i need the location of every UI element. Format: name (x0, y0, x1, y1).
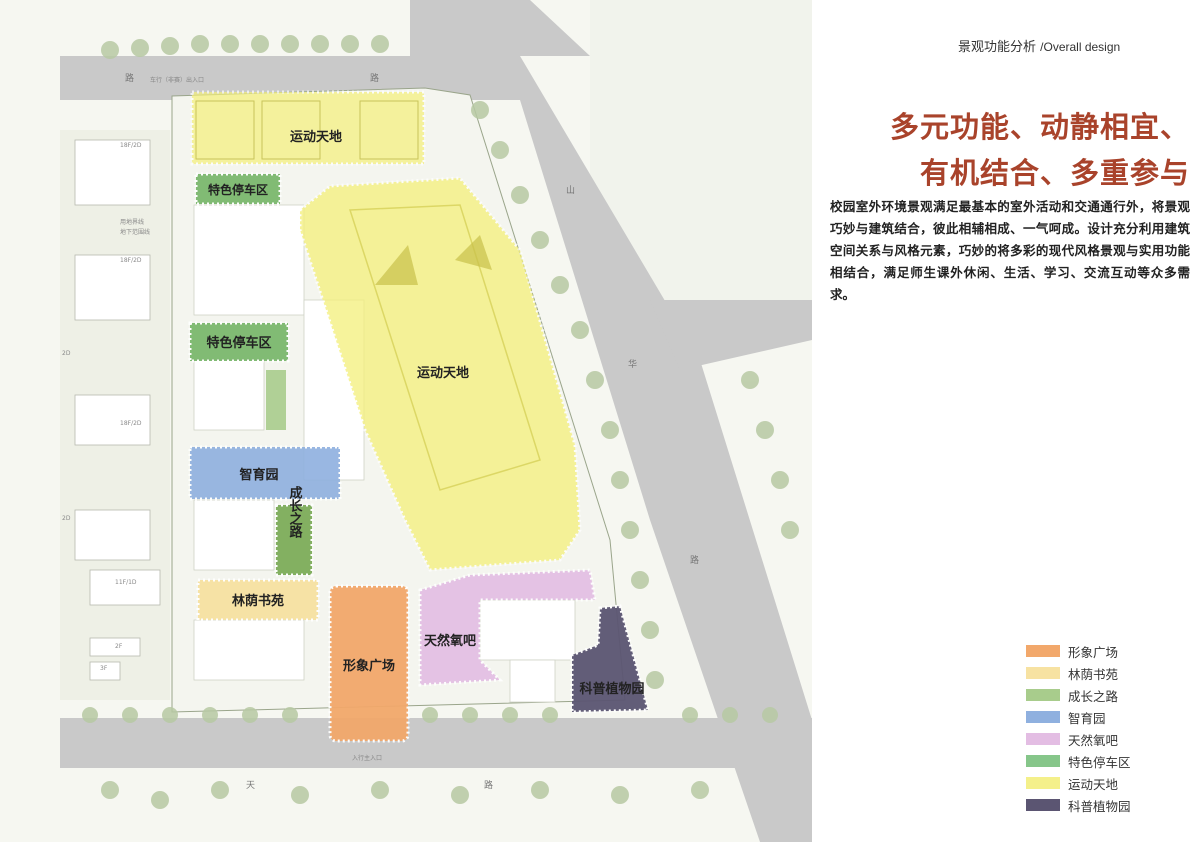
road-label-east-top: 山 (566, 185, 575, 196)
legend-swatch (1026, 667, 1060, 679)
legend: 形象广场 林荫书苑 成长之路 智育园 天然氧吧 特色停车区 运动天地 科普植物园 (1026, 640, 1131, 816)
legend-item: 天然氧吧 (1026, 728, 1131, 750)
label-sports-north: 运动天地 (290, 129, 342, 145)
road-north-east (60, 56, 812, 842)
legend-swatch (1026, 733, 1060, 745)
headline-line-1: 多元功能、动静相宜、 (889, 110, 1190, 144)
zone-wisdom-garden (188, 445, 342, 501)
header-title-cn: 景观功能分析 (958, 40, 1037, 55)
zone-oxygen-bar (418, 568, 597, 687)
road-label-south-2: 路 (484, 779, 493, 791)
legend-swatch (1026, 711, 1060, 723)
running-track (348, 204, 541, 491)
zone-botanical-garden (570, 604, 650, 714)
note-label-1: 用地界线 (120, 218, 144, 226)
label-parking-1: 特色停车区 (208, 182, 268, 197)
legend-label: 林荫书苑 (1068, 666, 1119, 682)
label-sports-field: 运动天地 (417, 365, 469, 381)
zone-parking-1 (194, 172, 282, 206)
label-forest-study: 林荫书苑 (232, 593, 284, 609)
sports-court-3 (359, 100, 419, 160)
site-plan-map: 运动天地 特色停车区 特色停车区 运动天地 智育园 成长之路 林荫书苑 形象广场… (0, 0, 812, 842)
zone-image-plaza (328, 584, 410, 743)
label-botanical-garden: 科普植物园 (579, 681, 644, 697)
zone-forest-study (196, 578, 320, 622)
legend-label: 天然氧吧 (1068, 732, 1119, 748)
label-oxygen-bar: 天然氧吧 (424, 633, 476, 649)
label-parking-2: 特色停车区 (206, 335, 271, 351)
legend-item: 智育园 (1026, 706, 1131, 728)
label-growth-path: 成长之路 (287, 485, 303, 538)
road-label-north-1: 路 (125, 72, 134, 84)
gate-bottom-label: 入行主入口 (352, 754, 382, 762)
legend-label: 运动天地 (1068, 776, 1119, 792)
legend-swatch (1026, 645, 1060, 657)
legend-label: 形象广场 (1068, 644, 1119, 660)
label-wisdom-garden: 智育园 (239, 467, 278, 483)
field-marking-1 (375, 245, 418, 285)
building-label-18f-1: 18F/2D (120, 142, 142, 149)
sports-court-2 (261, 100, 321, 160)
zone-green-strip (266, 370, 286, 430)
tree-belts (82, 35, 799, 809)
legend-label: 科普植物园 (1068, 798, 1131, 814)
gate-top-label: 车行（非赛）出入口 (150, 76, 204, 84)
legend-item: 成长之路 (1026, 684, 1131, 706)
zone-sports-field (298, 176, 582, 572)
legend-swatch (1026, 689, 1060, 701)
legend-item: 形象广场 (1026, 640, 1131, 662)
road-south (60, 718, 812, 768)
legend-swatch (1026, 799, 1060, 811)
legend-label: 特色停车区 (1068, 754, 1131, 770)
page-header: 景观功能分析 /Overall design (958, 36, 1120, 55)
legend-item: 林荫书苑 (1026, 662, 1131, 684)
header-title-en: /Overall design (1040, 40, 1121, 54)
building-label-18f-3: 18F/2D (120, 420, 142, 427)
legend-item: 特色停车区 (1026, 750, 1131, 772)
legend-label: 成长之路 (1068, 688, 1119, 704)
legend-item: 科普植物园 (1026, 794, 1131, 816)
building-label-18f-2: 18F/2D (120, 257, 142, 264)
note-label-2: 地下范围线 (120, 228, 150, 236)
road-east-branch (650, 300, 812, 370)
label-image-plaza: 形象广场 (343, 658, 395, 674)
legend-swatch (1026, 755, 1060, 767)
zone-growth-path (274, 503, 314, 577)
residential-buildings (74, 139, 161, 681)
building-label-2d-b: 2D (62, 515, 71, 522)
road-label-east-2: 路 (690, 554, 699, 566)
field-marking-2 (455, 235, 492, 270)
road-label-south-1: 天 (246, 781, 255, 791)
building-label-2f: 2F (115, 643, 123, 650)
road-label-east-1: 华 (628, 358, 637, 370)
legend-swatch (1026, 777, 1060, 789)
legend-item: 运动天地 (1026, 772, 1131, 794)
headline-line-2: 有机结合、多重参与 (919, 156, 1190, 190)
road-north-branch (410, 0, 590, 56)
description-text: 校园室外环境景观满足最基本的室外活动和交通通行外，将景观巧妙与建筑结合，彼此相辅… (830, 199, 1190, 302)
building-label-2d: 2D (62, 350, 71, 357)
legend-label: 智育园 (1068, 710, 1106, 726)
sports-court-1 (195, 100, 255, 160)
zone-sports-north (190, 90, 426, 166)
building-label-11f: 11F/1D (115, 579, 137, 586)
road-label-north-2: 路 (370, 72, 379, 84)
building-label-3f: 3F (100, 665, 108, 672)
zone-parking-2 (188, 321, 290, 363)
